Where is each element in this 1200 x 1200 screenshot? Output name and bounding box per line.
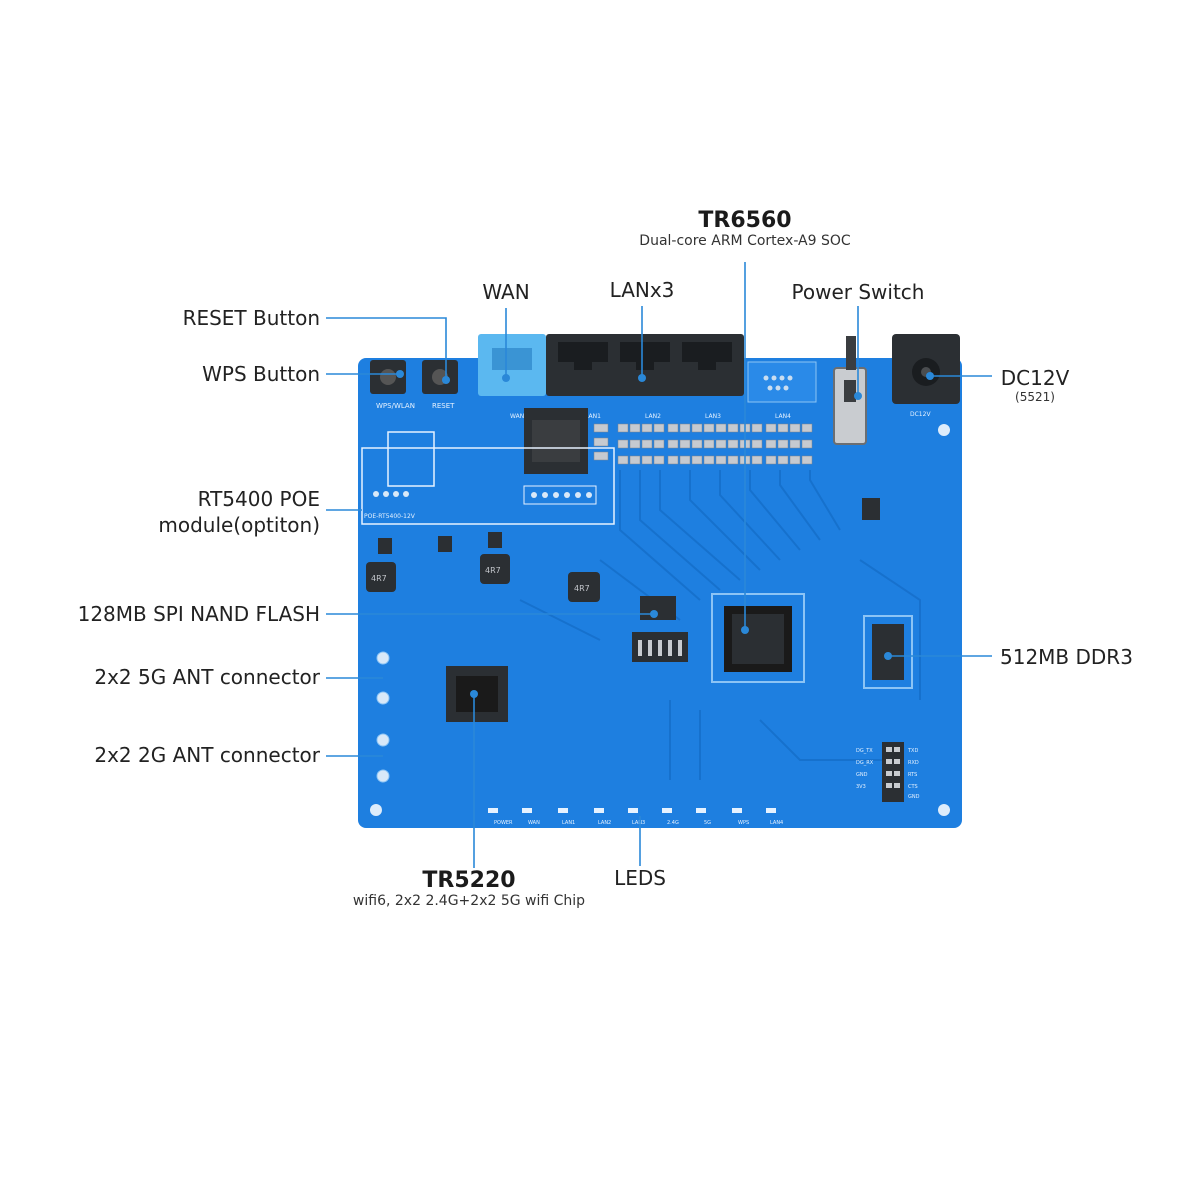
silk-inductor-1: 4R7 [371,574,387,583]
power-switch-part [834,336,866,444]
silk-poe-module: POE-RT5400-12V [364,513,416,520]
silk-uart-left-4: 3V3 [856,784,866,790]
silk-led-5g: 5G [704,820,711,826]
tr6560-title: TR6560 [620,208,870,233]
led-row [488,808,776,813]
silk-inductor-2: 4R7 [485,566,501,575]
silk-lan4: LAN4 [775,413,791,420]
label-wan: WAN [466,280,546,304]
silk-uart-right-4: CTS [908,784,918,790]
wan-port-part [478,334,546,396]
silk-led-lan3: LAN3 [632,820,645,826]
ant-2g-connector [377,734,389,746]
silk-led-power: POWER [494,820,513,826]
silk-uart-left-3: GND [856,772,868,778]
label-wps: WPS Button [100,362,320,386]
silk-wan: WAN [510,413,524,420]
label-power-switch: Power Switch [778,280,938,304]
tr6560-subtitle: Dual-core ARM Cortex-A9 SOC [620,233,870,249]
silk-led-lan2: LAN2 [598,820,611,826]
small-chip [438,536,452,552]
dc12v-title: DC12V [990,366,1080,390]
spi-flash-chip [640,596,676,620]
mount-hole [938,804,950,816]
label-lan: LANx3 [592,278,692,302]
uart-header [882,742,904,802]
ant-2g-connector [377,770,389,782]
poe-line1: RT5400 POE [60,486,320,512]
ant-5g-connector [377,692,389,704]
tr6560-soc [712,594,804,682]
silk-led-wps: WPS [738,820,749,826]
reset-button-part [422,360,458,394]
dc-jack-part [892,334,960,404]
mount-hole [370,804,382,816]
label-ddr3: 512MB DDR3 [1000,645,1160,669]
label-reset: RESET Button [100,306,320,330]
silk-uart-right-1: TXD [907,748,918,754]
silk-led-lan4: LAN4 [770,820,783,826]
silk-reset: RESET [432,402,455,410]
label-leds: LEDS [600,866,680,890]
silk-wps-wlan: WPS/WLAN [376,402,415,410]
silk-led-2g: 2.4G [667,820,679,826]
silk-led-wan: WAN [528,820,540,826]
label-flash: 128MB SPI NAND FLASH [40,602,320,626]
poe-line2: module(optiton) [60,512,320,538]
small-chip [862,498,880,520]
label-ant5g: 2x2 5G ANT connector [40,665,320,689]
label-poe: RT5400 POE module(optiton) [60,486,320,538]
silk-uart-right-2: RXD [908,760,919,766]
label-ant2g: 2x2 2G ANT connector [40,743,320,767]
silk-uart-left-1: DG_TX [856,748,873,754]
mount-hole [938,424,950,436]
silk-lan3: LAN3 [705,413,721,420]
silk-inductor-3: 4R7 [574,584,590,593]
silk-uart-left-2: DG_RX [856,760,874,766]
tr5220-subtitle: wifi6, 2x2 2.4G+2x2 5G wifi Chip [336,893,602,909]
ant-5g-connector [377,652,389,664]
header-pads [748,362,816,402]
label-tr6560: TR6560 Dual-core ARM Cortex-A9 SOC [620,208,870,249]
silk-dc12v: DC12V [910,411,931,418]
dc12v-subtitle: (5521) [990,390,1080,404]
silk-uart-right-5: GND [908,794,920,800]
silk-lan2: LAN2 [645,413,661,420]
ethernet-transformer [524,408,588,474]
tr5220-title: TR5220 [336,868,602,893]
label-tr5220: TR5220 wifi6, 2x2 2.4G+2x2 5G wifi Chip [336,868,602,909]
silk-uart-right-3: RTS [908,772,917,778]
silk-led-lan1: LAN1 [562,820,575,826]
lan-ports-part [546,334,744,396]
label-dc12v: DC12V (5521) [990,366,1080,404]
